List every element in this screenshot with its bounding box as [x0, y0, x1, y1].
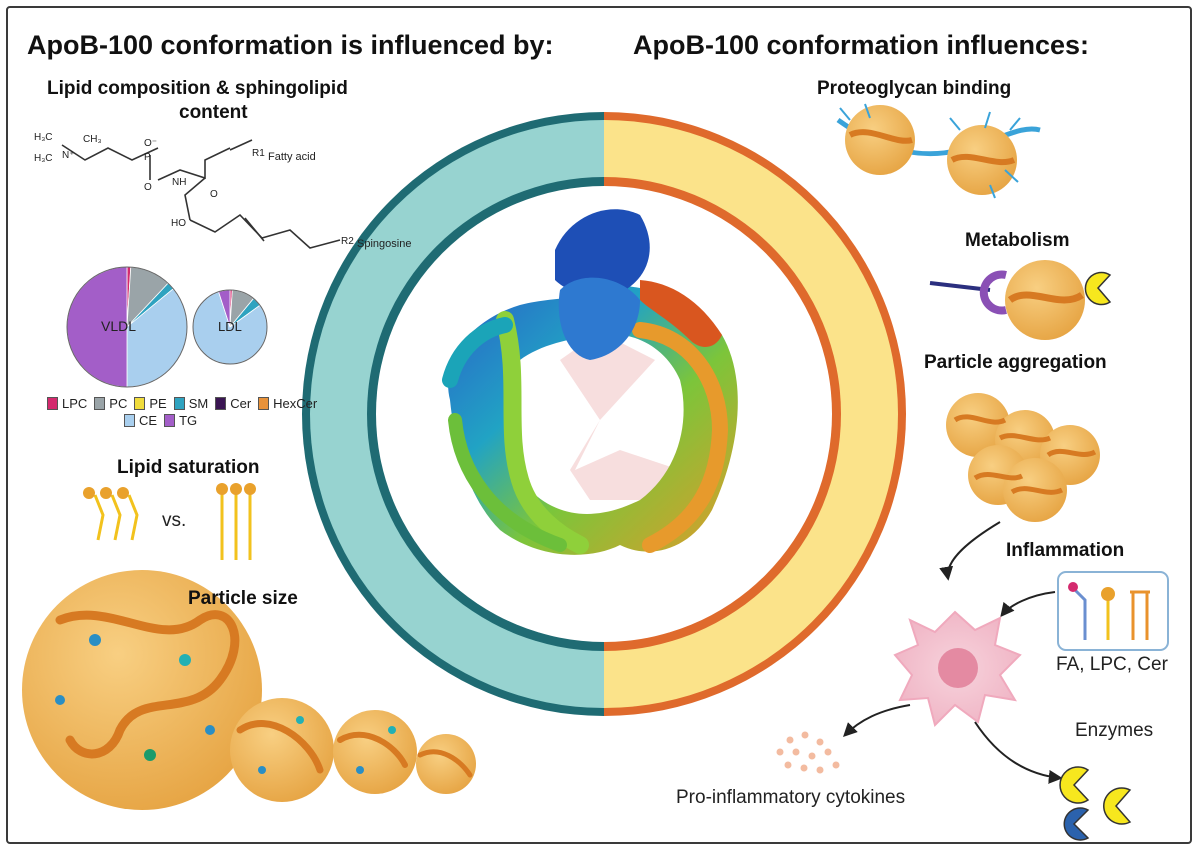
- legend-item-hexcer: HexCer: [258, 396, 317, 411]
- arrow-lipids-to-cell: [1000, 591, 1056, 618]
- chem-label-h3c-2: H₃C: [34, 153, 53, 164]
- particle-size-label: Particle size: [188, 588, 298, 609]
- chem-label-ch3: CH₃: [83, 134, 102, 145]
- pie-outline: [66, 266, 188, 388]
- enzymes-label: Enzymes: [1075, 720, 1154, 741]
- legend-item-sm: SM: [173, 396, 209, 411]
- chem-label-n-plus: N⁺: [62, 150, 75, 161]
- arrow-cell-to-cytokines: [843, 704, 911, 737]
- chem-label-ho: HO: [171, 218, 186, 229]
- headgroup-bond: [229, 139, 253, 151]
- particle-aggregation-label: Particle aggregation: [924, 352, 1107, 373]
- chem-label-o-minus: O⁻: [144, 138, 158, 149]
- legend-swatch: [124, 414, 135, 427]
- metabolism-illustration: [929, 260, 1112, 340]
- lipid-composition-label: Lipid composition & sphingolipid: [47, 78, 348, 99]
- saturated-lipids-icon: [216, 483, 256, 560]
- fatty-acid-label: Fatty acid: [268, 151, 316, 163]
- chem-label-h3c-1: H₃C: [34, 132, 53, 143]
- chem-label-o: O: [144, 182, 152, 193]
- fa-lpc-cer-label: FA, LPC, Cer: [1056, 654, 1168, 675]
- legend-label: HexCer: [273, 396, 318, 411]
- pie-legend-row2: CE TG: [124, 413, 197, 428]
- sphingolipid-structure: [61, 144, 341, 249]
- arrow-aggregation-to-cell: [939, 521, 1001, 581]
- aggregation-illustration: [946, 393, 1100, 522]
- legend-swatch: [173, 397, 185, 410]
- apob100-structure: [442, 209, 738, 555]
- legend-swatch: [258, 397, 270, 410]
- legend-label: PC: [109, 396, 128, 411]
- legend-label: LPC: [62, 396, 88, 411]
- legend-item-cer: Cer: [215, 396, 251, 411]
- legend-label: CE: [139, 413, 158, 428]
- figure-border: [6, 6, 1192, 844]
- cytokine-dots: [776, 731, 840, 774]
- vs-label: vs.: [162, 510, 187, 531]
- legend-item-lpc: LPC: [47, 396, 87, 411]
- legend-label: TG: [179, 413, 198, 428]
- legend-swatch: [164, 414, 176, 427]
- right-heading: ApoB-100 conformation influences:: [633, 30, 1090, 60]
- chem-label-r2: R2: [341, 236, 354, 247]
- legend-item-pc: PC: [94, 396, 127, 411]
- lipid-species-box: [1057, 571, 1169, 651]
- pie-chart-ldl: [192, 289, 268, 365]
- pie-legend-row1: LPC PC PE SM Cer HexCer: [47, 396, 317, 411]
- legend-label: PE: [149, 396, 167, 411]
- pie-outline: [192, 289, 268, 365]
- spingosine-label: Spingosine: [357, 238, 412, 250]
- legend-label: Cer: [230, 396, 252, 411]
- legend-item-tg: TG: [164, 413, 197, 428]
- lipid-composition-label-line2: content: [179, 102, 248, 123]
- legend-swatch: [47, 397, 58, 410]
- proteoglycan-binding-label: Proteoglycan binding: [817, 78, 1012, 99]
- chem-label-nh: NH: [172, 177, 187, 188]
- unsaturated-lipids-icon: [83, 487, 139, 541]
- legend-item-pe: PE: [134, 396, 167, 411]
- arrow-cell-to-enzymes: [974, 721, 1063, 784]
- pie-chart-vldl: [66, 266, 188, 388]
- particle-medium-1: [230, 698, 334, 802]
- chem-label-r1: R1: [252, 148, 265, 159]
- particle-large: [22, 570, 262, 810]
- pie-label-vldl: VLDL: [101, 318, 137, 334]
- macrophage-cell: [893, 610, 1022, 727]
- lipid-saturation-label: Lipid saturation: [117, 457, 260, 478]
- metabolism-label: Metabolism: [965, 230, 1070, 251]
- proteoglycan-illustration: [836, 103, 1041, 199]
- chem-label-p: P: [144, 152, 151, 163]
- legend-swatch: [94, 397, 106, 410]
- legend-label: SM: [188, 396, 209, 411]
- legend-swatch: [215, 397, 227, 410]
- particle-medium-2: [333, 710, 417, 794]
- legend-swatch: [134, 397, 146, 410]
- cytokines-label: Pro-inflammatory cytokines: [676, 787, 906, 808]
- enzymes-illustration: [1059, 766, 1132, 841]
- chem-label-o-ester: O: [210, 189, 218, 200]
- legend-item-ce: CE: [124, 413, 157, 428]
- particle-small: [416, 734, 476, 794]
- pie-label-ldl: LDL: [218, 319, 242, 334]
- inflammation-label: Inflammation: [1006, 540, 1125, 561]
- left-heading: ApoB-100 conformation is influenced by:: [27, 30, 554, 60]
